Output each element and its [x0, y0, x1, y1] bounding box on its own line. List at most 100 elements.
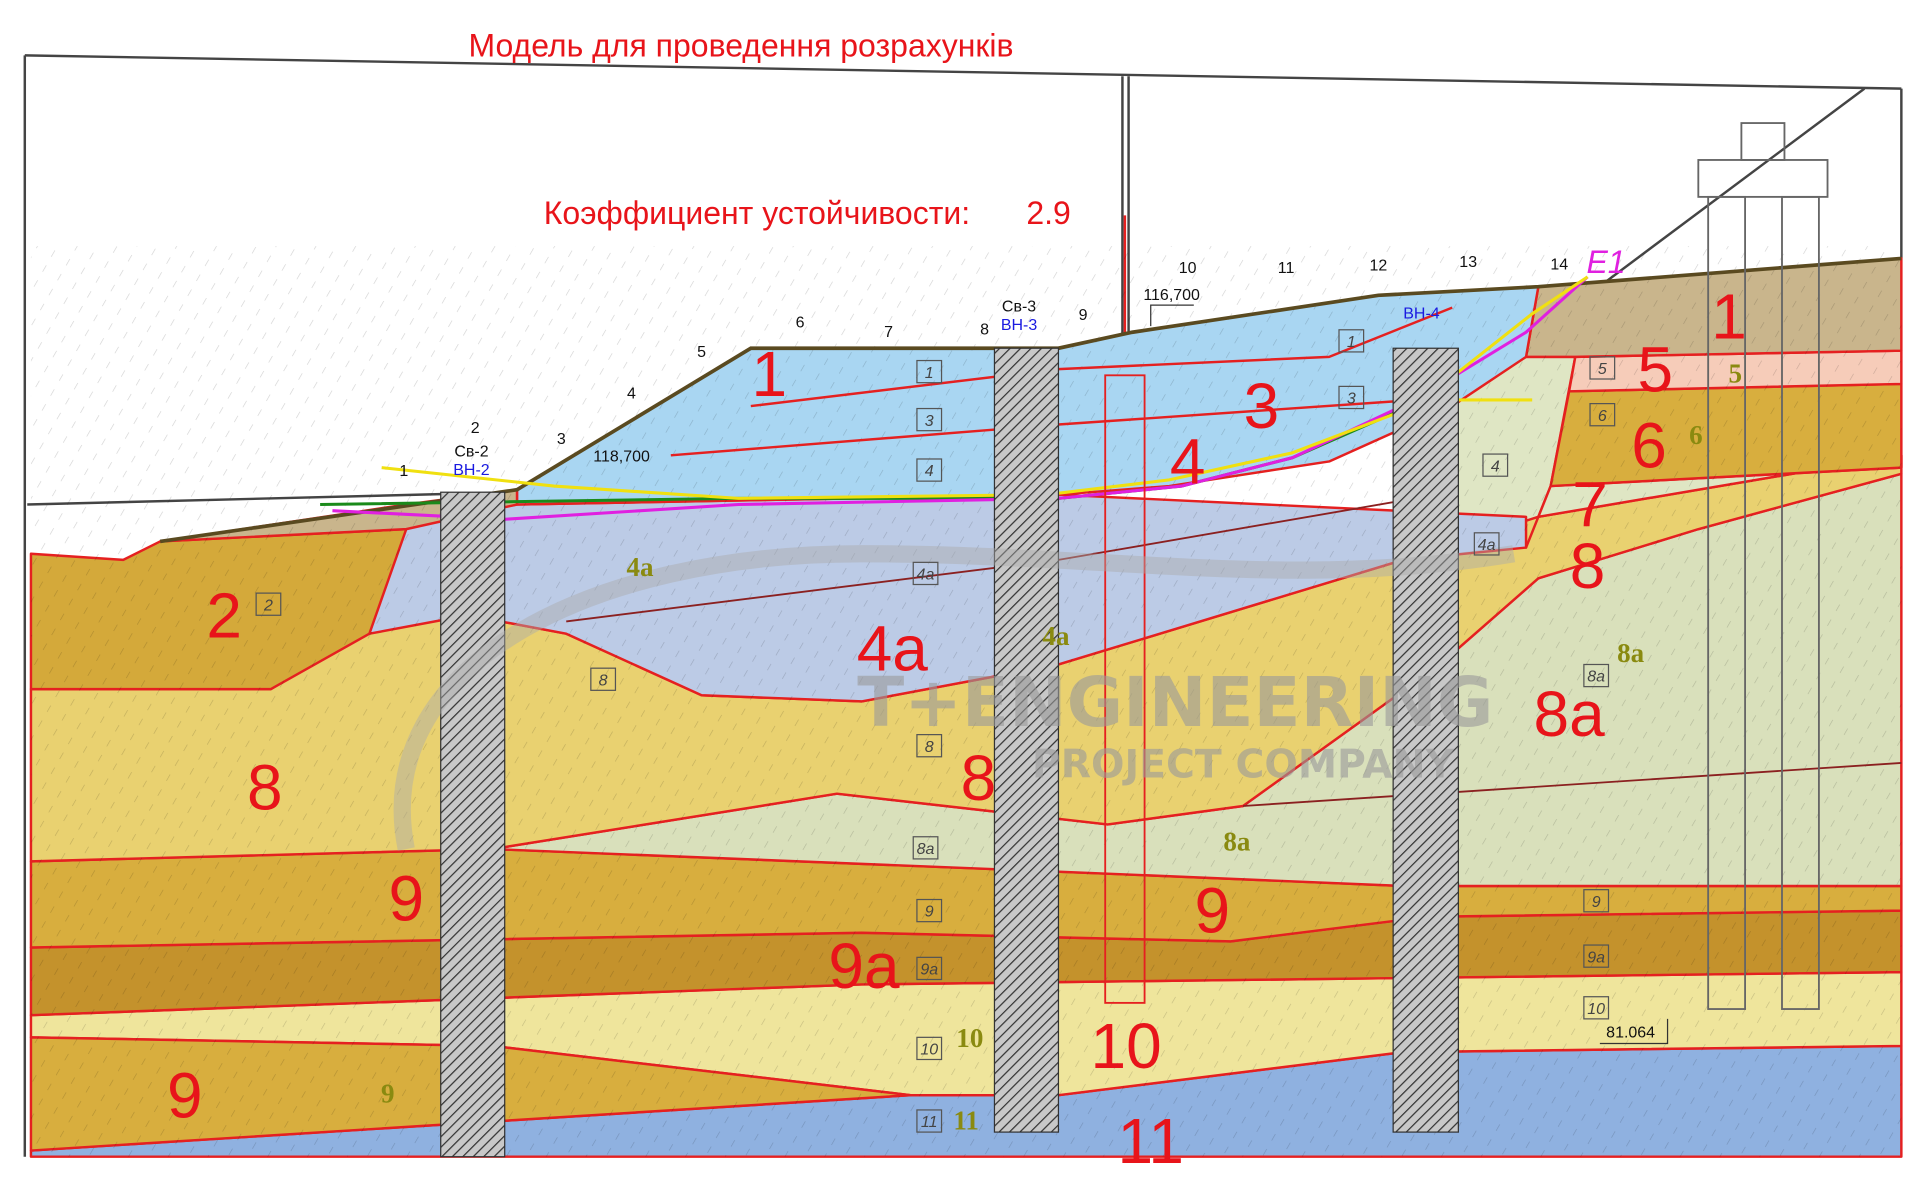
boxed-tag: 8 — [925, 739, 934, 756]
watermark-line1: T+ENGINEERING — [857, 663, 1493, 743]
layer-labels: 1 3 4 5 6 7 8 2 4a 8a 8 8 9 9 9a 10 9 11… — [167, 280, 1747, 1176]
section-point-number: 7 — [884, 324, 893, 341]
slip-line-magenta — [332, 275, 1589, 521]
layer-tag: 8a — [1223, 826, 1251, 856]
boxed-tag-frame — [1338, 385, 1365, 410]
section-point-number: 3 — [557, 431, 566, 448]
elevation-label: 116,700 — [1143, 287, 1200, 304]
borehole-column-3 — [993, 347, 1060, 1133]
section-point-number: 13 — [1459, 254, 1477, 271]
layer-tag: 11 — [953, 1106, 979, 1136]
boxed-tag: 8a — [1587, 669, 1605, 686]
borehole-name: Св-2 — [454, 444, 488, 461]
boxed-tag: 8a — [917, 841, 935, 858]
section-point-number: 10 — [1179, 260, 1197, 277]
section-point-number: 1 — [399, 463, 408, 480]
boxed-tag: 9 — [1592, 894, 1601, 911]
layer-label: 5 — [1637, 333, 1673, 405]
boxed-tag: 10 — [1587, 1001, 1605, 1018]
boxed-tag: 1 — [925, 365, 934, 382]
layer-tag: 9 — [381, 1079, 395, 1109]
slip-line-yellow — [381, 275, 1589, 500]
borehole-column-2 — [440, 491, 506, 1158]
layer-label: 1 — [1711, 280, 1747, 352]
title: Модель для проведення розрахунків — [468, 28, 1013, 64]
boxed-tag-frame — [912, 836, 939, 860]
boxed-tag-frame — [1482, 453, 1509, 477]
boxed-tag: 9a — [1587, 949, 1605, 966]
borehole-labels: Св-2 ВН-2 Св-3 ВН-3 ВН-4 — [453, 298, 1439, 479]
stability-value: 2.9 — [1026, 195, 1070, 231]
boxed-tag: 10 — [920, 1042, 938, 1059]
section-point-number: 2 — [471, 420, 480, 437]
layer-tag: 4a — [627, 552, 655, 582]
watermark: T+ENGINEERING PROJECT COMPANY — [393, 545, 1516, 851]
boxed-tag-frame — [916, 956, 943, 981]
layer-tag: 8a — [1617, 638, 1645, 668]
layer-label: 7 — [1572, 469, 1608, 541]
boreholes — [440, 122, 1829, 1158]
inner-boundary-3 — [750, 306, 1453, 408]
slip-marker: E1 — [1586, 244, 1625, 280]
section-point-number: 4 — [627, 386, 636, 403]
layer-label: 9a — [828, 930, 900, 1002]
boxed-tag: 11 — [921, 1114, 938, 1131]
stability-label: Коэффициент устойчивости: — [544, 195, 970, 231]
elevation-marks: 116,700 118,700 81.064 — [593, 287, 1669, 1045]
layer-tag: 4a — [1042, 621, 1070, 651]
layer-label: 9 — [388, 862, 424, 934]
boxed-tag: 1 — [1347, 334, 1356, 351]
elevation-label: 118,700 — [593, 448, 650, 465]
boxed-tag-frame — [916, 1036, 943, 1061]
boxed-tag-frame — [1589, 402, 1616, 427]
borehole-column-4 — [1392, 347, 1459, 1133]
layer-tag: 6 — [1689, 420, 1703, 450]
boxed-tag: 6 — [1598, 408, 1607, 425]
section-point-number: 6 — [796, 314, 805, 331]
boxed-tag: 3 — [925, 413, 934, 430]
boxed-tag: 4 — [925, 463, 934, 480]
section-point-number: 12 — [1369, 258, 1387, 275]
layer-label: 9 — [1194, 875, 1230, 947]
layer-tag: 5 — [1728, 359, 1742, 389]
boxed-tag-frame — [1589, 356, 1616, 380]
layer-label: 8 — [1570, 530, 1606, 602]
section-point-number: 8 — [980, 322, 989, 339]
boxed-tag-frame — [916, 458, 943, 482]
boxed-tag: 4 — [1491, 458, 1500, 475]
layer-label: 2 — [206, 579, 242, 651]
section-point-number: 9 — [1079, 307, 1088, 324]
borehole-name: Св-3 — [1002, 298, 1036, 315]
boxed-tag-frame — [912, 561, 939, 586]
layer-label: 8 — [247, 752, 283, 824]
layer-label: 9 — [167, 1059, 203, 1131]
layer-label: 8 — [961, 742, 997, 814]
boxed-tag-frame — [255, 592, 282, 616]
pile-outline — [1104, 374, 1146, 1004]
boxed-tag-frame — [1583, 889, 1610, 913]
borehole-code: ВН-2 — [453, 462, 490, 479]
section-point-number: 5 — [697, 344, 706, 361]
boxed-tag-frame — [1583, 944, 1610, 968]
boxed-tag-frame — [1583, 663, 1610, 688]
layer-tag: 10 — [956, 1023, 983, 1053]
boxed-tag-frame — [916, 898, 943, 923]
section-point-number: 14 — [1550, 256, 1568, 273]
layer-label: 8a — [1534, 678, 1606, 750]
section-point-number: 11 — [1278, 260, 1295, 277]
boxed-tag-frame — [1338, 329, 1365, 353]
elevation-label: 81.064 — [1606, 1024, 1655, 1041]
boxed-tag: 5 — [1598, 361, 1607, 378]
boxed-tag: 4a — [1478, 537, 1496, 554]
layer-label: 1 — [751, 338, 787, 410]
borehole-code: ВН-3 — [1001, 317, 1038, 334]
layer-label: 11 — [1118, 1105, 1184, 1177]
boxed-tag: 3 — [1347, 391, 1356, 408]
layer-label: 6 — [1631, 410, 1667, 482]
layer-label: 4 — [1170, 426, 1206, 498]
inner-boundary-8a — [1242, 762, 1902, 807]
boxed-tag: 9a — [920, 962, 938, 979]
